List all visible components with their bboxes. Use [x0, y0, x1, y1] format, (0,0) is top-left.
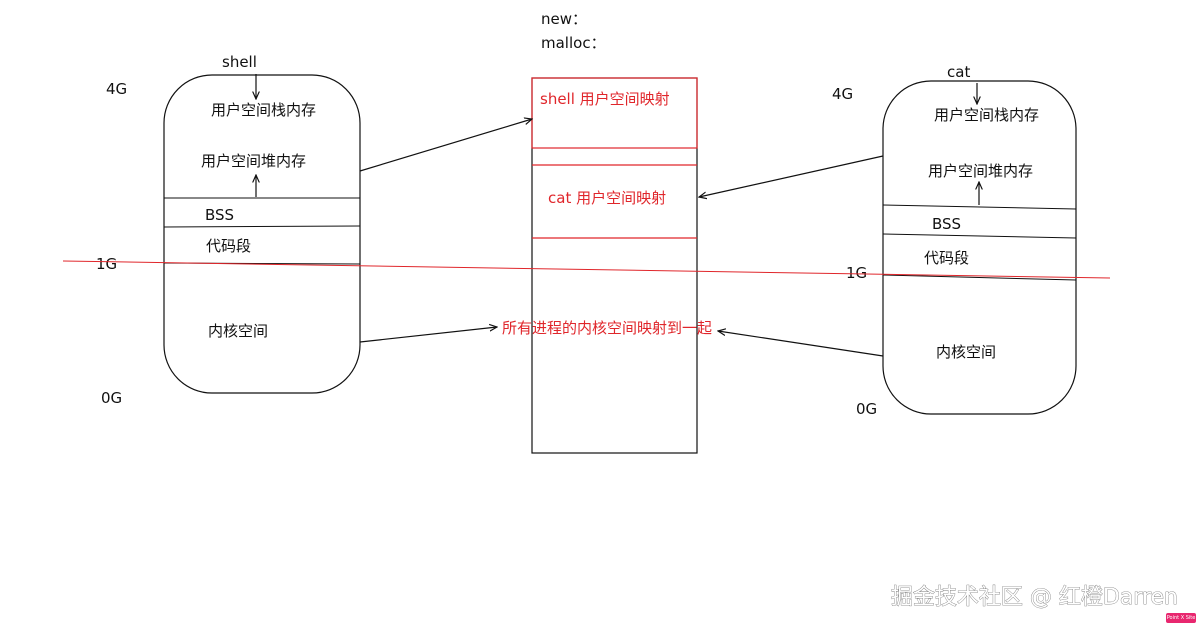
shell-bss-label: BSS — [205, 206, 234, 224]
shell-addr-1g: 1G — [96, 255, 117, 273]
cat-code-label: 代码段 — [924, 249, 969, 267]
cat-mapping-label: cat 用户空间映射 — [548, 189, 666, 207]
shell-mapping-label: shell 用户空间映射 — [540, 90, 670, 108]
cat-addr-0g: 0G — [856, 400, 877, 418]
shell-code-label: 代码段 — [206, 237, 251, 255]
cat-process-label: cat — [947, 63, 970, 81]
site-badge: Point X Site — [1166, 613, 1196, 623]
shell-user-to-mapping-arrow — [359, 119, 532, 172]
cat-user-to-mapping-arrow — [699, 155, 884, 197]
cat-divider-code-kernel — [882, 274, 1077, 281]
shell-kernel-to-mapping-arrow — [359, 327, 497, 343]
shell-kernel-label: 内核空间 — [208, 322, 268, 340]
cat-divider-bss-code — [882, 233, 1077, 239]
shell-user-heap-label: 用户空间堆内存 — [201, 152, 306, 170]
cat-addr-1g: 1G — [846, 264, 867, 282]
shell-addr-4g: 4G — [106, 80, 127, 98]
new-label: new： — [541, 10, 587, 28]
cat-user-heap-label: 用户空间堆内存 — [928, 162, 1033, 180]
kernel-mapping-label: 所有进程的内核空间映射到一起 — [502, 319, 712, 337]
shell-addr-0g: 0G — [101, 389, 122, 407]
cat-bss-label: BSS — [932, 215, 961, 233]
cat-divider-heap-bss — [882, 204, 1077, 210]
watermark-text: 掘金技术社区 @ 红橙Darren — [891, 585, 1178, 610]
kernel-user-boundary-line — [62, 260, 1111, 279]
shell-address-space — [163, 74, 361, 394]
shell-mapping-region — [531, 77, 698, 149]
malloc-label: malloc： — [541, 34, 606, 52]
cat-address-space — [882, 80, 1077, 415]
cat-kernel-to-mapping-arrow — [718, 331, 884, 357]
shell-divider-bss-code — [163, 225, 361, 228]
cat-kernel-label: 内核空间 — [936, 343, 996, 361]
cat-user-stack-label: 用户空间栈内存 — [934, 106, 1039, 124]
shell-user-stack-label: 用户空间栈内存 — [211, 101, 316, 119]
physical-memory-column — [531, 77, 698, 454]
shell-process-label: shell — [222, 53, 257, 71]
cat-addr-4g: 4G — [832, 85, 853, 103]
